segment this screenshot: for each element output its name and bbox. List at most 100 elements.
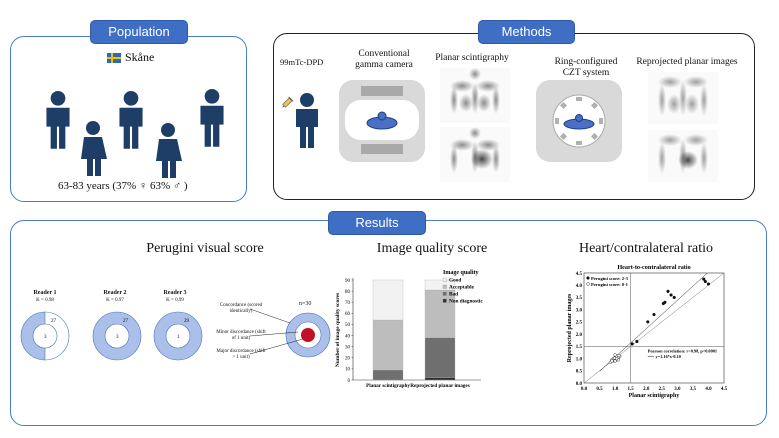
legend-major-discordance: Major discordance (shift > 1 unit) (216, 349, 266, 360)
y-tick-label: 1.0 (576, 357, 583, 362)
reprojected-scan-image-top (648, 72, 718, 124)
data-point (613, 359, 617, 363)
y-tick-label: 0 (348, 379, 351, 384)
reader-outer-count: 29 (184, 319, 190, 324)
legend-label: Perugini score: 0-1 (591, 282, 629, 287)
legend-label: Bad (449, 292, 458, 298)
reader-1: Reader 1 K = 0.98 (20, 290, 70, 303)
x-tick-label: 1.0 (612, 387, 619, 392)
y-tick-label: 1.5 (576, 345, 583, 350)
methods-tracer-label: 99mTc-DPD (280, 57, 324, 67)
y-tick-label: 3.5 (576, 296, 583, 301)
czt-scanner-icon (536, 80, 622, 162)
reader-inner-count: 3 (44, 335, 47, 340)
data-point (663, 300, 667, 304)
x-tick-label: 4.5 (721, 387, 728, 392)
bar-segment (424, 377, 456, 381)
data-point (706, 282, 711, 286)
population-demographics: 63-83 years (37% ♀ 63% ♂ ) (58, 180, 188, 192)
reader-name: Reader 3 (163, 290, 187, 296)
y-tick-label: 30 (345, 345, 351, 350)
regression-annotation: y=1.16*x-0.10 (656, 354, 681, 359)
reader-inner-count: 3 (116, 335, 119, 340)
correlation-annotation: Pearson correlation: r=0.98, p<0.0001 (648, 348, 717, 353)
reader-1-donut: 27 3 (20, 311, 70, 361)
data-point (635, 339, 639, 344)
bar-segment (424, 289, 456, 338)
legend-label: Non diagnostic (449, 299, 483, 305)
reprojected-images-label: Reprojected planar images (636, 57, 738, 67)
planar-scintigraphy-label: Planar scintigraphy (435, 53, 509, 63)
legend-swatch (442, 298, 447, 303)
x-tick-label: Planar scintigraphy (366, 383, 410, 389)
bar-segment (424, 337, 456, 378)
y-tick-label: 10 (345, 368, 351, 373)
gamma-camera-icon (339, 80, 425, 162)
y-axis-label: Reprojected planar images (567, 293, 573, 362)
reprojected-scan-image-bottom (648, 130, 718, 182)
y-axis-label: Number of image quality scores (335, 293, 341, 367)
legend-swatch (442, 277, 447, 282)
syringe-icon (282, 96, 294, 108)
data-point (610, 359, 614, 363)
identity-line (583, 272, 725, 384)
y-tick-label: 40 (345, 334, 351, 339)
y-tick-label: 20 (345, 357, 351, 362)
y-tick-label: 3.0 (576, 308, 583, 313)
planar-scan-image-bottom (440, 127, 510, 182)
results-title: Results (328, 211, 426, 235)
data-point (646, 320, 650, 324)
scatter-title: Heart-to-contralateral ratio (617, 264, 690, 271)
methods-title: Methods (478, 20, 575, 44)
legend-marker (586, 282, 590, 286)
x-tick-label: 0.5 (596, 387, 603, 392)
reader-3: Reader 3 K = 0.99 (150, 290, 200, 303)
hcl-scatter-chart: Heart-to-contralateral ratio 0.0 0.5 1.0 1.5… (567, 264, 728, 399)
y-tick-label: 4.5 (576, 272, 583, 277)
perugini-legend-donut (249, 308, 331, 358)
y-tick-label: 60 (345, 312, 351, 317)
reader-outer-count: 27 (123, 319, 129, 324)
legend-minor-discordance: Minor discordance (shift of 1 unit) (216, 330, 266, 341)
data-point (672, 295, 676, 300)
y-tick-label: 90 (345, 279, 351, 284)
y-tick-label: 4.0 (576, 284, 583, 289)
reader-name: Reader 1 (33, 290, 57, 296)
data-point (666, 289, 670, 293)
reader-kappa: K = 0.98 (36, 298, 54, 303)
conventional-camera-label: Conventional gamma camera (355, 49, 413, 70)
reader-kappa: K = 0.97 (106, 298, 124, 303)
data-point (703, 279, 707, 284)
reader-outer-count: 27 (51, 319, 57, 324)
bar-segment (372, 369, 404, 381)
czt-system-label: Ring-configured CZT system (554, 57, 618, 78)
legend-swatch (442, 284, 447, 289)
reader-3-donut: 29 1 (153, 311, 203, 361)
data-point (630, 342, 634, 346)
data-point (617, 354, 621, 358)
x-tick-label: 0.0 (581, 387, 588, 392)
y-tick-label: 2.0 (576, 333, 583, 338)
x-tick-label: 4.0 (705, 387, 712, 392)
x-tick-label: Reprojected planar images (410, 383, 469, 389)
x-tick-label: 2.5 (659, 387, 666, 392)
x-tick-label: 1.5 (628, 387, 635, 392)
bar-segment (424, 279, 456, 291)
data-point (702, 277, 706, 281)
reader-2: Reader 2 K = 0.97 (90, 290, 140, 303)
swedish-flag-icon (107, 53, 121, 63)
perugini-legend-n: n=30 (299, 301, 312, 307)
x-tick-label: 3.0 (674, 387, 681, 392)
bar-segment (372, 319, 404, 371)
reader-name: Reader 2 (103, 290, 127, 296)
perugini-title: Perugini visual score (146, 241, 264, 256)
population-title: Population (90, 20, 188, 44)
y-tick-label: 0.0 (576, 382, 583, 387)
y-tick-label: 50 (345, 323, 351, 328)
planar-scan-image-top (440, 68, 510, 123)
x-tick-label: 3.5 (690, 387, 697, 392)
x-axis-label: Planar scintigraphy (629, 393, 680, 399)
quality-title: Image quality score (376, 241, 488, 256)
